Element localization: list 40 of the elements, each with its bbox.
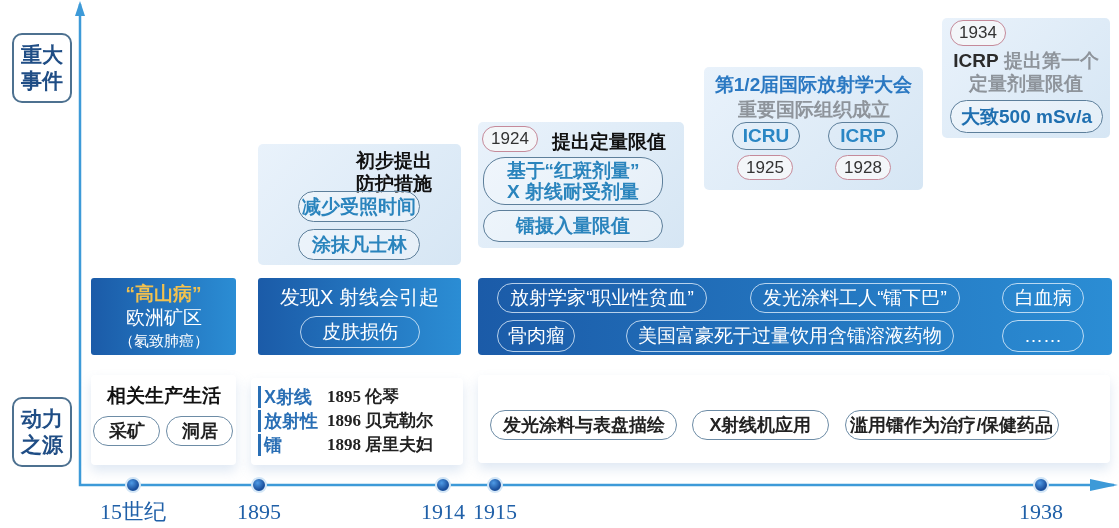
- band-text: 欧洲矿区: [124, 306, 203, 329]
- discovery-detail: 1898 居里夫妇: [327, 434, 435, 456]
- activity-tag: 滥用镭作为治疗/保健药品: [845, 410, 1059, 440]
- category-tag: 动力之源: [12, 397, 72, 467]
- panel-heading: 第1/2届国际放射学大会: [713, 73, 914, 96]
- cause-note: （氡致肺癌）: [117, 331, 210, 350]
- discovery-detail: 1895 伦琴: [327, 386, 401, 408]
- source-card: [251, 378, 463, 465]
- activity-tag: 采矿: [93, 416, 160, 446]
- event-panel: [478, 122, 684, 248]
- discovery-detail: 1896 贝克勒尔: [327, 410, 435, 432]
- source-card: [91, 375, 236, 465]
- event-panel: [704, 67, 923, 190]
- year-tag: 1924: [482, 126, 538, 152]
- event-description: ICRP 提出第一个定量剂量限值: [952, 49, 1100, 95]
- panel-subheading: 重要国际组织成立: [736, 98, 891, 121]
- highlight-text: “高山病”: [124, 282, 203, 305]
- event-panel: [942, 18, 1110, 138]
- year-label: 15世纪: [99, 499, 167, 525]
- dose-limit-tag: 大致500 mSv/a: [950, 100, 1103, 133]
- band-text: 发现X 射线会引起: [279, 286, 440, 309]
- panel-heading: 相关生产生活: [105, 384, 222, 407]
- hazard-band: [91, 278, 236, 355]
- limit-tag: 基于“红斑剂量”X 射线耐受剂量: [483, 157, 663, 205]
- activity-tag: X射线机应用: [692, 410, 829, 440]
- limit-tag: 镭摄入量限值: [483, 210, 663, 242]
- hazard-band: [478, 278, 1112, 355]
- source-card: [478, 375, 1110, 463]
- activity-tag: 发光涂料与表盘描绘: [490, 410, 677, 440]
- event-panel: [258, 144, 461, 265]
- panel-heading: 提出定量限值: [552, 130, 667, 153]
- year-label: 1938: [1018, 499, 1064, 525]
- year-tag: 1934: [950, 20, 1006, 46]
- year-tag: 1925: [737, 155, 793, 180]
- year-label: 1895: [236, 499, 282, 525]
- activity-tag: 洞居: [166, 416, 233, 446]
- measure-tag: 涂抹凡士林: [298, 229, 420, 260]
- year-tag: 1928: [835, 155, 891, 180]
- hazard-band: [258, 278, 461, 355]
- category-tag: 重大事件: [12, 33, 72, 103]
